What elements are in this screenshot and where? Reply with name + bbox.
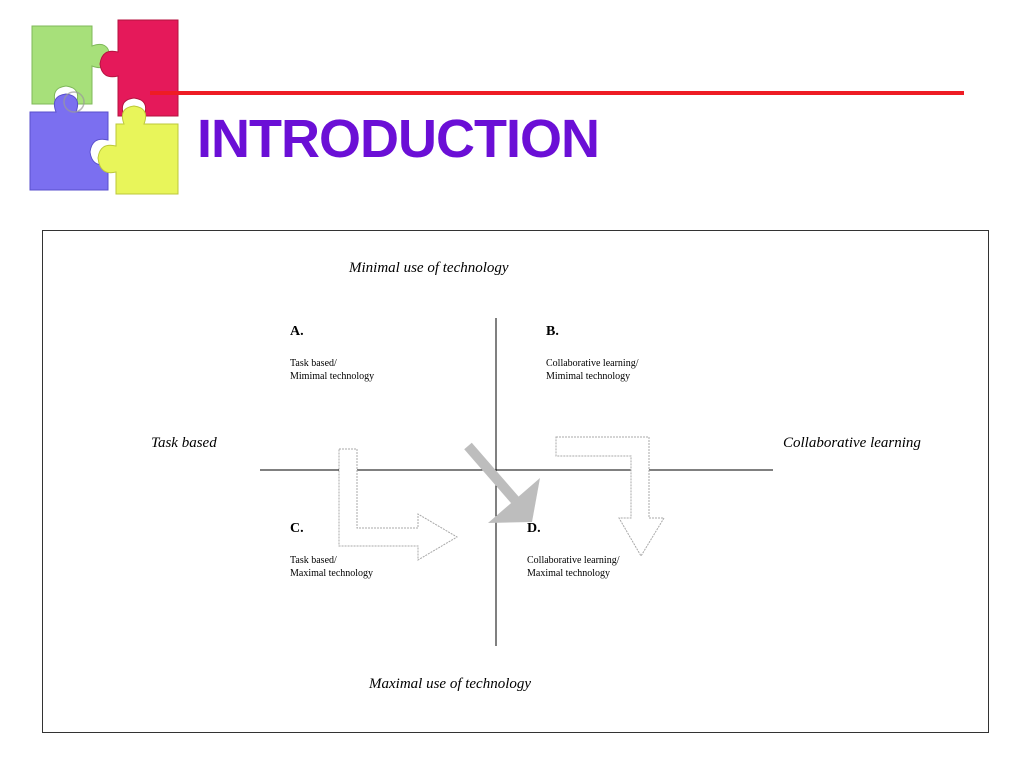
diagram-frame (42, 230, 989, 733)
quadrant-c-line2: Maximal technology (290, 568, 374, 579)
axis-label-top: Minimal use of technology (349, 260, 509, 276)
axis-label-right: Collaborative learning (783, 435, 921, 451)
slide-title: INTRODUCTION (197, 109, 600, 169)
axis-label-left: Task based (151, 435, 217, 451)
quadrant-a-letter: A. (290, 324, 304, 339)
quadrant-c-line1: Task based/ (290, 555, 337, 566)
l-arrow-right-icon (338, 448, 458, 561)
title-rule (150, 91, 964, 95)
quadrant-b-line2: Mimimal technology (546, 371, 631, 382)
quadrant-b-line1: Collaborative learning/ (546, 358, 639, 369)
quadrant-a-line1: Task based/ (290, 358, 337, 369)
diagonal-arrow-icon (464, 442, 540, 523)
quadrant-c-letter: C. (290, 521, 304, 536)
quadrant-d-line1: Collaborative learning/ (527, 555, 620, 566)
quadrant-b-letter: B. (546, 324, 559, 339)
quadrant-d-letter: D. (527, 521, 541, 536)
quadrant-a-line2: Mimimal technology (290, 371, 375, 382)
l-arrow-down-icon (555, 436, 665, 557)
axis-label-bottom: Maximal use of technology (369, 676, 532, 692)
quadrant-d-line2: Maximal technology (527, 568, 611, 579)
